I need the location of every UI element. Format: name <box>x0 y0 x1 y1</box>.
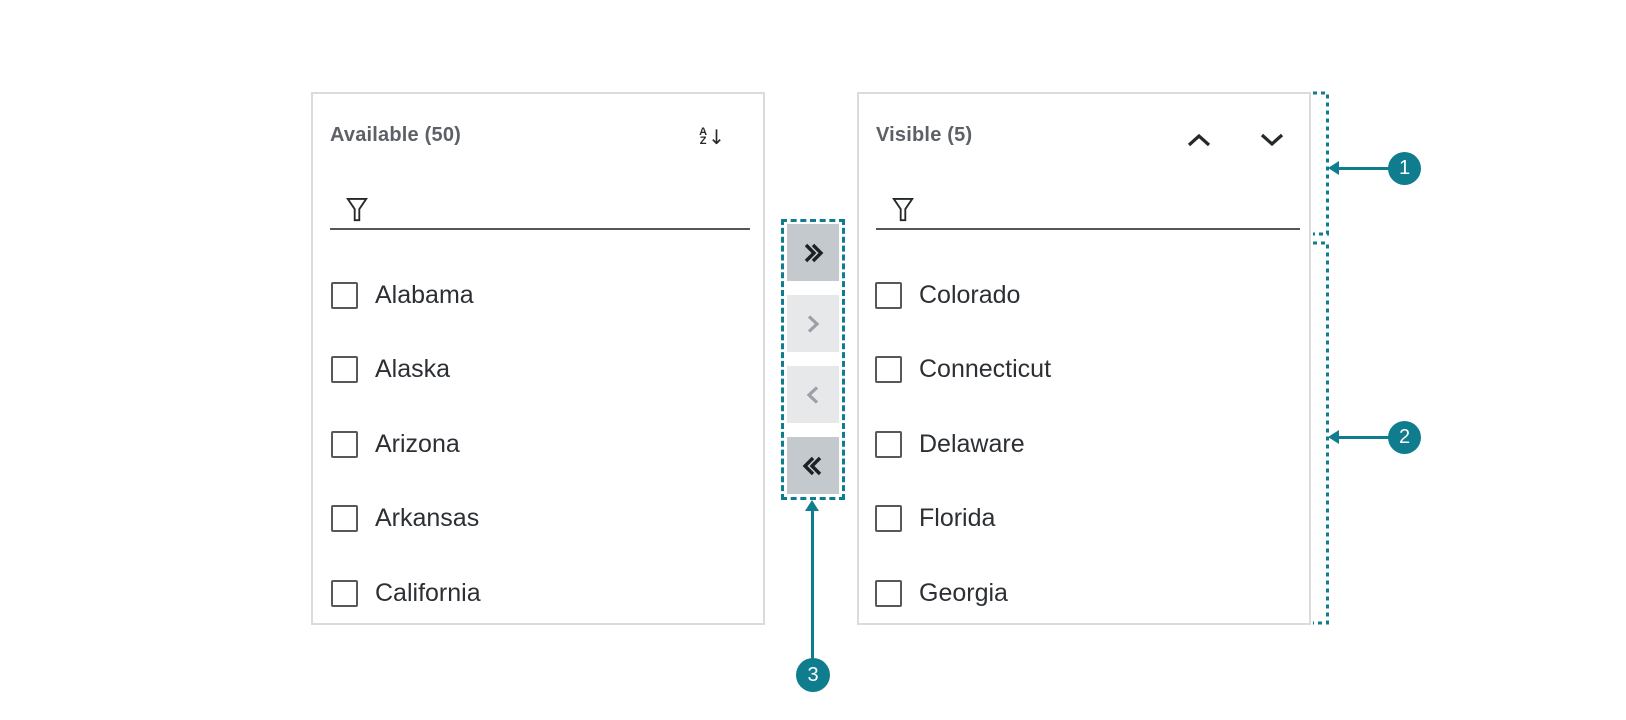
item-label: Colorado <box>919 280 1021 309</box>
callout-2-arrow-line <box>1338 436 1390 439</box>
item-label: Delaware <box>919 429 1025 458</box>
visible-panel: Visible (5) Colorado Connecticut <box>857 92 1311 625</box>
item-label: Arkansas <box>375 503 480 532</box>
list-item[interactable]: Colorado <box>875 281 1020 309</box>
filter-funnel-icon <box>346 198 368 222</box>
checkbox[interactable] <box>875 504 902 532</box>
checkbox[interactable] <box>875 355 902 383</box>
callout-2-arrowhead <box>1328 430 1339 444</box>
callout-3-arrow-line <box>811 509 814 659</box>
list-item[interactable]: Arizona <box>331 430 460 458</box>
item-label: Connecticut <box>919 354 1052 383</box>
checkbox[interactable] <box>331 281 358 309</box>
callout-1-arrowhead <box>1328 161 1339 175</box>
available-filter-input[interactable] <box>369 198 750 228</box>
list-item[interactable]: Florida <box>875 504 995 532</box>
callout-2-badge: 2 <box>1388 421 1421 454</box>
move-left-button[interactable] <box>787 366 839 423</box>
move-right-button[interactable] <box>787 295 839 352</box>
callout-1-badge: 1 <box>1388 152 1421 185</box>
sort-down-arrow-icon: ↓ <box>708 125 725 149</box>
chevron-right-icon <box>807 314 820 333</box>
list-item[interactable]: Alabama <box>331 281 474 309</box>
callout-1-arrow-line <box>1338 167 1390 170</box>
double-chevron-left-icon <box>802 456 822 475</box>
move-down-chevron-icon[interactable] <box>1252 126 1292 154</box>
sort-letters: A Z <box>699 126 708 147</box>
chevron-left-icon <box>806 385 819 404</box>
transfer-buttons-highlight-outline <box>781 219 845 500</box>
checkbox[interactable] <box>331 355 358 383</box>
double-chevron-right-icon <box>804 243 824 262</box>
available-panel-title: Available (50) <box>330 124 462 146</box>
visible-panel-title: Visible (5) <box>876 124 973 146</box>
checkbox[interactable] <box>331 430 358 458</box>
item-label: Alaska <box>375 354 451 383</box>
checkbox[interactable] <box>875 430 902 458</box>
visible-filter-row <box>876 189 1300 230</box>
item-label: California <box>375 578 481 607</box>
list-item[interactable]: Georgia <box>875 579 1008 607</box>
list-item[interactable]: Delaware <box>875 430 1025 458</box>
filter-funnel-icon <box>892 198 914 222</box>
callout-3-arrowhead <box>805 500 819 511</box>
callout-2-bracket <box>1313 241 1329 625</box>
item-label: Georgia <box>919 578 1008 607</box>
checkbox[interactable] <box>331 579 358 607</box>
checkbox[interactable] <box>331 504 358 532</box>
move-all-right-button[interactable] <box>787 224 839 281</box>
checkbox[interactable] <box>875 281 902 309</box>
available-filter-row <box>330 189 750 230</box>
available-panel: Available (50) A Z ↓ Alabama Alaska Ariz… <box>311 92 765 625</box>
sort-az-icon[interactable]: A Z ↓ <box>691 122 733 152</box>
item-label: Alabama <box>375 280 474 309</box>
callout-3-badge: 3 <box>796 658 830 692</box>
move-up-chevron-icon[interactable] <box>1179 126 1219 154</box>
item-label: Arizona <box>375 429 460 458</box>
chevron-down-icon <box>1260 133 1284 147</box>
list-item[interactable]: Alaska <box>331 355 450 383</box>
list-item[interactable]: California <box>331 579 481 607</box>
chevron-up-icon <box>1187 133 1211 147</box>
list-item[interactable]: Arkansas <box>331 504 479 532</box>
item-label: Florida <box>919 503 996 532</box>
visible-filter-input[interactable] <box>915 198 1300 228</box>
list-item[interactable]: Connecticut <box>875 355 1051 383</box>
checkbox[interactable] <box>875 579 902 607</box>
callout-1-bracket <box>1313 91 1329 236</box>
move-all-left-button[interactable] <box>787 437 839 494</box>
